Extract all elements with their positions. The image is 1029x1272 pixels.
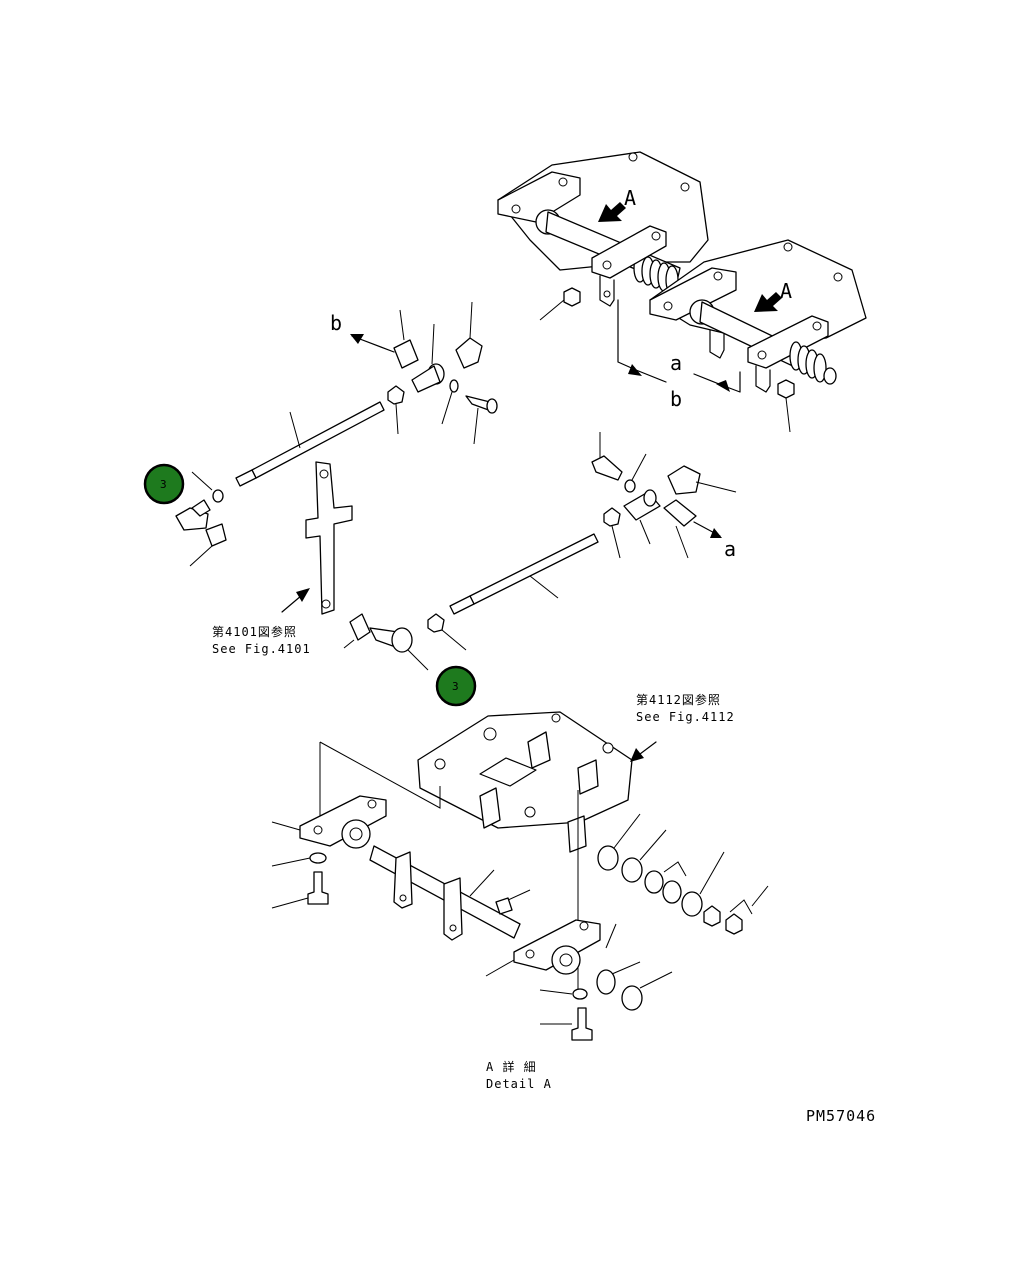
callout-left[interactable]: 3 (143, 463, 185, 505)
detail-lever-1 (393, 851, 413, 909)
note-fig4112-en: See Fig.4112 (636, 710, 735, 724)
lever-arm (305, 461, 353, 615)
view-marker-a-left: A (624, 186, 636, 210)
detail-right-bracket (513, 919, 601, 971)
detail-spacer-2 (621, 857, 643, 883)
detail-title-en: Detail A (486, 1077, 552, 1091)
detail-spacer-7 (621, 985, 643, 1011)
right-rod-assembly: a (449, 432, 737, 615)
ref-label-b-left: b (330, 311, 342, 335)
detail-bolt-left (307, 871, 329, 905)
detail-spacer-1 (597, 845, 619, 871)
left-rod-assembly: b 3 (143, 301, 498, 567)
left-washer-upper (449, 379, 459, 393)
right-pin (663, 499, 697, 527)
view-arrow-a-left (598, 202, 626, 222)
detail-nut-2 (725, 913, 743, 935)
detail-washer-left (309, 852, 327, 864)
ref-label-a-right: a (724, 537, 736, 561)
callout-left-number: 3 (160, 478, 167, 491)
linkage-lever: 第4101図参照 See Fig.4101 3 (212, 461, 477, 707)
upper-right-spring (789, 341, 837, 385)
detail-spacer-4 (662, 880, 682, 904)
note-fig4112-jp: 第4112図参照 (636, 692, 721, 707)
view-marker-a-right: A (780, 279, 792, 303)
callout-bottom[interactable]: 3 (435, 665, 477, 707)
detail-lever-2 (443, 877, 463, 941)
right-nut (603, 507, 621, 527)
upper-nut-left (563, 287, 581, 307)
detail-title-jp: A 詳 細 (486, 1059, 537, 1074)
upper-plate-assembly: A A (497, 151, 867, 433)
left-nut-upper (387, 385, 405, 405)
note-fig4101-jp: 第4101図参照 (212, 624, 297, 639)
detail-spacer-6 (596, 969, 616, 995)
ref-label-a-top: a (670, 351, 682, 375)
upper-nut-right (777, 379, 795, 399)
lever-nut (427, 613, 445, 633)
ref-label-b-top: b (670, 387, 682, 411)
left-rod-end-upper (455, 337, 483, 369)
view-arrow-a-right (754, 292, 782, 312)
detail-washer-right (572, 988, 588, 1000)
right-rod-end-upper (667, 465, 701, 495)
drawing-number: PM57046 (806, 1107, 876, 1125)
lever-pin (349, 613, 371, 641)
left-washer-lower (212, 489, 224, 503)
detail-spacer-3 (644, 870, 664, 894)
left-collar-lower (205, 523, 227, 547)
note-fig4101-en: See Fig.4101 (212, 642, 311, 656)
detail-nut-1 (703, 905, 721, 927)
right-washer (624, 479, 636, 493)
detail-spacer-5 (681, 891, 703, 917)
detail-bolt-right (571, 1007, 593, 1041)
right-rod (469, 533, 599, 605)
callout-bottom-number: 3 (452, 680, 459, 693)
left-pin (393, 339, 419, 369)
upper-right-bracket-right (747, 315, 829, 369)
right-bolt (591, 455, 623, 481)
detail-left-bracket (299, 795, 387, 847)
detail-a-assembly: 第4112図参照 See Fig.4112 (271, 692, 769, 1091)
